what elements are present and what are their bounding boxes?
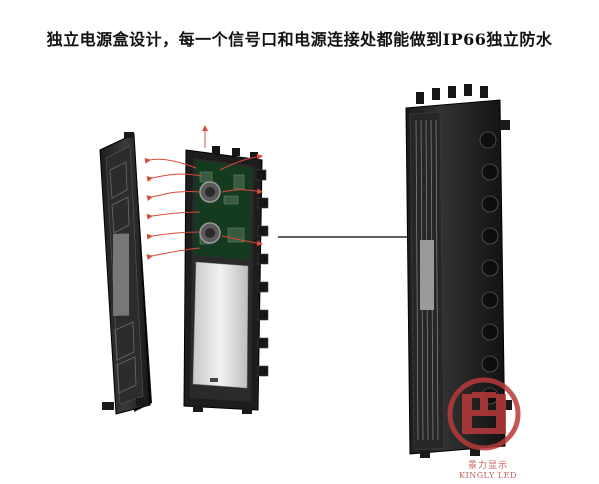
caption-title: 独立电源盒设计，每一个信号口和电源连接处都能做到IP66独立防水 bbox=[46, 30, 553, 49]
closed-power-box bbox=[405, 84, 512, 458]
opened-power-box bbox=[183, 146, 269, 414]
airflow-arrows bbox=[144, 125, 263, 260]
cover-lid bbox=[99, 132, 152, 415]
watermark-name-cn: 景力显示 bbox=[467, 461, 508, 471]
kingly-logo-mark bbox=[447, 377, 521, 451]
watermark-name-en: KINGLY LED bbox=[459, 471, 517, 480]
